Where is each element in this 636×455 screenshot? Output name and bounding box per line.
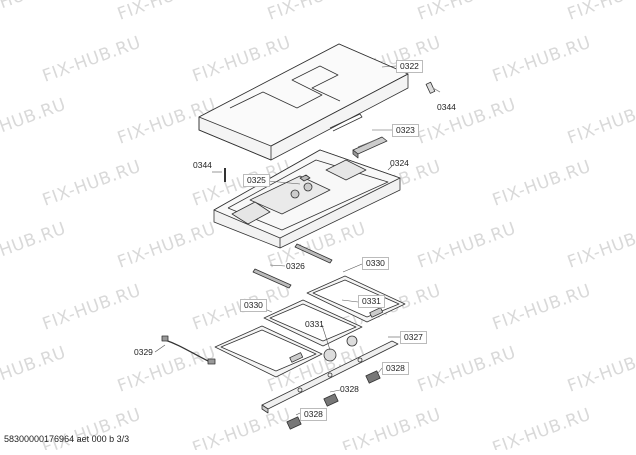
part-label-0344-left: 0344	[193, 160, 212, 170]
part-label-0328-bottom: 0328	[300, 408, 327, 421]
part-label-0330-left: 0330	[240, 299, 267, 312]
part-label-0328-right: 0328	[382, 362, 409, 375]
part-label-0331-right: 0331	[358, 295, 385, 308]
clip-part-right	[425, 81, 441, 94]
knob-part	[323, 335, 358, 362]
watermark-text: FIX-HUB.RU	[190, 405, 294, 450]
control-module-part	[352, 136, 388, 159]
watermark-text: FIX-HUB.RU	[565, 219, 636, 273]
part-label-0324: 0324	[390, 158, 409, 168]
part-label-0344-right: 0344	[437, 102, 456, 112]
watermark-text: FIX-HUB.RU	[340, 405, 444, 450]
light-rail-part	[252, 243, 333, 289]
watermark-text: FIX-HUB.RU	[490, 33, 594, 87]
watermark-text: FIX-HUB.RU	[115, 219, 219, 273]
part-label-0322: 0322	[396, 60, 423, 73]
cable-part	[161, 335, 216, 365]
watermark-text: FIX-HUB.RU	[415, 0, 519, 25]
watermark-text: FIX-HUB.RU	[490, 405, 594, 450]
document-footer: 58300000176964 aet 000 b 3/3	[4, 434, 130, 444]
control-panel-part	[261, 340, 399, 414]
watermark-text: FIX-HUB.RU	[565, 0, 636, 25]
lamp-part	[286, 370, 381, 430]
watermark-text: FIX-HUB.RU	[490, 281, 594, 335]
part-label-0331-left: 0331	[305, 319, 324, 329]
part-label-0329: 0329	[134, 347, 153, 357]
watermark-text: FIX-HUB.RU	[115, 343, 219, 397]
watermark-text: FIX-HUB.RU	[0, 0, 69, 25]
watermark-text: FIX-HUB.RU	[415, 95, 519, 149]
part-label-0326: 0326	[286, 261, 305, 271]
hood-cover-part	[198, 43, 409, 161]
watermark-text: FIX-HUB.RU	[40, 157, 144, 211]
watermark-text: FIX-HUB.RU	[115, 0, 219, 25]
part-label-0323: 0323	[392, 124, 419, 137]
watermark-text: FIX-HUB.RU	[40, 281, 144, 335]
watermark-text: FIX-HUB.RU	[490, 157, 594, 211]
part-label-0330-top: 0330	[362, 257, 389, 270]
watermark-text: FIX-HUB.RU	[265, 0, 369, 25]
watermark-text: FIX-HUB.RU	[40, 33, 144, 87]
watermark-text: FIX-HUB.RU	[0, 95, 69, 149]
part-label-0325: 0325	[243, 174, 270, 187]
watermark-text: FIX-HUB.RU	[565, 95, 636, 149]
part-label-0328-middle: 0328	[340, 384, 359, 394]
watermark-text: FIX-HUB.RU	[0, 219, 69, 273]
watermark-text: FIX-HUB.RU	[415, 219, 519, 273]
watermark-text: FIX-HUB.RU	[415, 343, 519, 397]
hood-housing-part	[213, 149, 401, 249]
grease-filter-part	[214, 275, 406, 378]
watermark-text: FIX-HUB.RU	[565, 343, 636, 397]
watermark-text: FIX-HUB.RU	[0, 343, 69, 397]
part-label-0327: 0327	[400, 331, 427, 344]
